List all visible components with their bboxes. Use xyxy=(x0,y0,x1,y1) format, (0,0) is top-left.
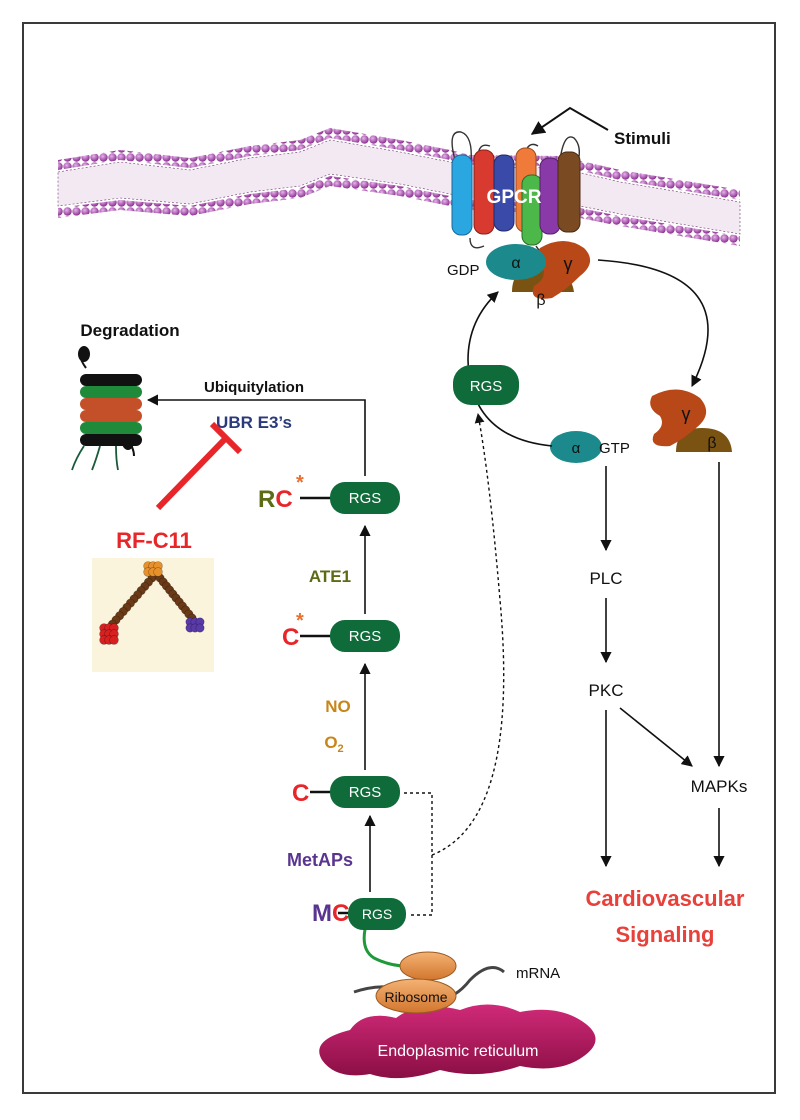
free-beta-gamma: γ β xyxy=(650,389,732,452)
cell-membrane xyxy=(57,128,741,246)
gamma-label: γ xyxy=(564,254,573,274)
ate1-label: ATE1 xyxy=(309,567,351,586)
gpcr-label: GPCR xyxy=(487,187,542,208)
cstar-label: C xyxy=(282,624,299,651)
rgs-cys-box xyxy=(330,776,400,808)
inhibition-line xyxy=(155,435,229,511)
free-beta-label: β xyxy=(707,435,716,452)
alpha-subunit xyxy=(486,244,546,280)
rgs-nascent-label: RGS xyxy=(362,906,392,922)
rgs-nascent-box xyxy=(348,898,406,930)
beta-label: β xyxy=(536,292,545,309)
ribosome-small-subunit xyxy=(399,951,457,981)
rgs-arg-box xyxy=(330,482,400,514)
outcome-line2: Signaling xyxy=(616,922,715,947)
rgs-oxcys-label: RGS xyxy=(349,628,382,645)
endoplasmic-reticulum: Endoplasmic reticulum xyxy=(319,1004,596,1079)
dashed-bracket xyxy=(404,792,433,916)
rgs-oxcys-box xyxy=(330,620,400,652)
ribosome-large-subunit xyxy=(375,978,457,1014)
dissociation-arrow xyxy=(597,259,709,388)
free-gamma-label: γ xyxy=(682,404,691,424)
free-alpha-subunit xyxy=(550,431,602,463)
proteasome: Degradation xyxy=(71,321,180,471)
free-alpha-label: α xyxy=(572,440,581,457)
molecule-bead xyxy=(153,567,163,577)
degradation-title: Degradation xyxy=(80,321,179,340)
figure-frame xyxy=(22,22,776,1094)
arrow-pkc-to-mapks xyxy=(619,707,693,767)
outcome-line1: Cardiovascular xyxy=(586,886,745,911)
ribosome-label: Ribosome xyxy=(384,989,447,1005)
pkc-label: PKC xyxy=(589,681,624,700)
stimuli-arrow xyxy=(530,106,609,135)
no-label: NO xyxy=(325,697,351,716)
plc-label: PLC xyxy=(589,569,622,588)
alpha-gtp: α GTP xyxy=(550,431,630,463)
ubr-label: UBR E3’s xyxy=(216,413,292,432)
mapks-label: MAPKs xyxy=(691,777,748,796)
gdp-label: GDP xyxy=(447,262,480,279)
er-label: Endoplasmic reticulum xyxy=(378,1043,539,1060)
c-label: C xyxy=(292,780,309,807)
rc-label: RC xyxy=(258,486,293,513)
ubiquitylation-arrow xyxy=(146,394,366,476)
stimuli-label: Stimuli xyxy=(614,129,671,148)
rc-star: * xyxy=(296,472,304,494)
gpcr-receptor: GPCR xyxy=(451,131,581,255)
o2-label: O2 xyxy=(324,733,343,755)
gamma-subunit xyxy=(532,241,591,299)
rgs-cys-label: RGS xyxy=(349,784,382,801)
cstar-star: * xyxy=(296,610,304,632)
molecule-bead xyxy=(195,623,205,633)
rgs-gap-box xyxy=(453,365,519,405)
ubiquitylation-label: Ubiquitylation xyxy=(204,379,304,396)
rgs-arg-label: RGS xyxy=(349,490,382,507)
nascent-chain xyxy=(362,917,407,968)
gtp-label: GTP xyxy=(599,440,630,457)
mrna-label: mRNA xyxy=(516,965,560,982)
metaps-label: MetAPs xyxy=(287,850,353,870)
rgs-gap-label: RGS xyxy=(470,378,503,395)
rf-c11-label: RF-C11 xyxy=(116,528,192,553)
inhibition-bar xyxy=(209,421,243,455)
dashed-arrow-to-gap xyxy=(431,413,505,856)
molecule-bead xyxy=(109,635,119,645)
alpha-label: α xyxy=(511,255,520,272)
g-protein-trimer: α γ β GDP xyxy=(447,241,591,309)
rf-c11-molecule xyxy=(92,558,214,672)
